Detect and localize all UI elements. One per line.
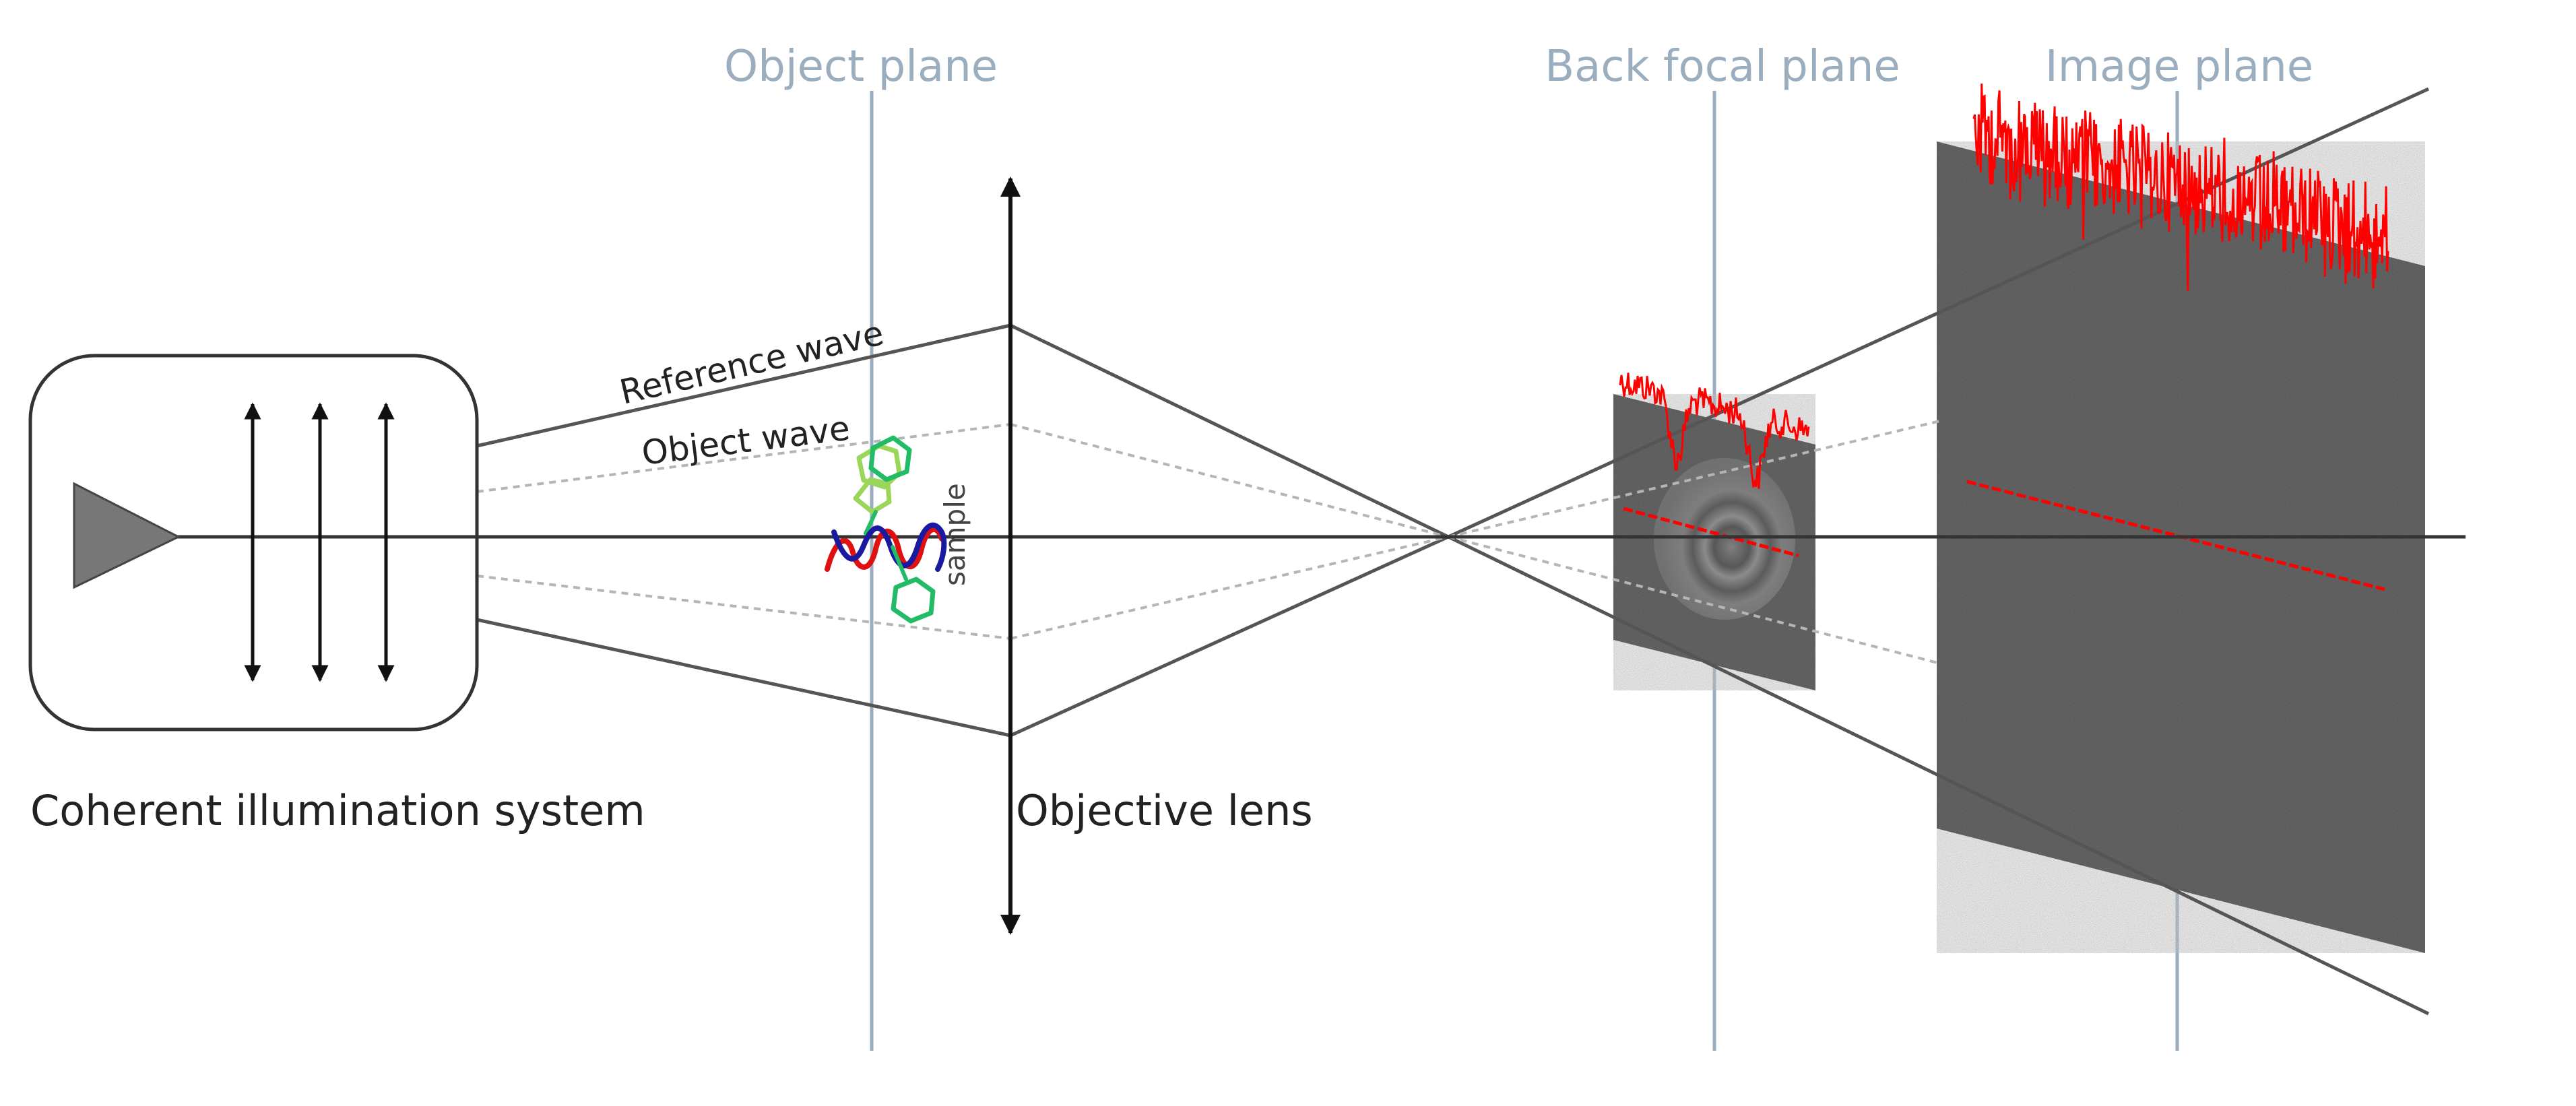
illumination-system-label: Coherent illumination system [30, 786, 645, 835]
source-triangle-icon [73, 482, 181, 589]
sample-label: sample [938, 483, 971, 586]
image-plane-profile [1972, 84, 2389, 292]
reference-ray-top-in [476, 323, 1011, 448]
reference-ray-bottom-in [476, 618, 1011, 738]
back-focal-plane-detector [1613, 394, 1815, 690]
converging-ray-top [1009, 323, 1450, 539]
object-ray-bottom-in [476, 575, 1011, 640]
objective-lens-label: Objective lens [1016, 786, 1313, 835]
rays [476, 87, 2430, 1016]
diffraction-rings [1654, 458, 1795, 620]
back-focal-plane-label: Back focal plane [1545, 42, 1900, 92]
image-plane-label: Image plane [2045, 42, 2313, 92]
back-focal-plane-profile [1619, 372, 1810, 489]
back-focal-profile-line [1623, 507, 1799, 558]
object-plane-label: Object plane [724, 42, 998, 92]
green-ring-top-2 [868, 435, 912, 482]
diverging-ray-up [1447, 87, 2430, 539]
object-converging-bottom [1010, 535, 1449, 640]
object-wave-label: Object wave [639, 408, 851, 472]
object-ray-top-in [476, 423, 1011, 493]
green-ring-bottom [891, 577, 936, 624]
image-plane-profile-line [1966, 480, 2385, 591]
diverging-ray-down [1447, 535, 2430, 1016]
object-converging-top [1010, 423, 1449, 538]
image-plane-detector [1937, 141, 2425, 953]
sample-molecule [825, 435, 947, 624]
illumination-system [28, 354, 479, 731]
converging-ray-bottom [1009, 535, 1450, 738]
green-ring-top [856, 443, 902, 490]
